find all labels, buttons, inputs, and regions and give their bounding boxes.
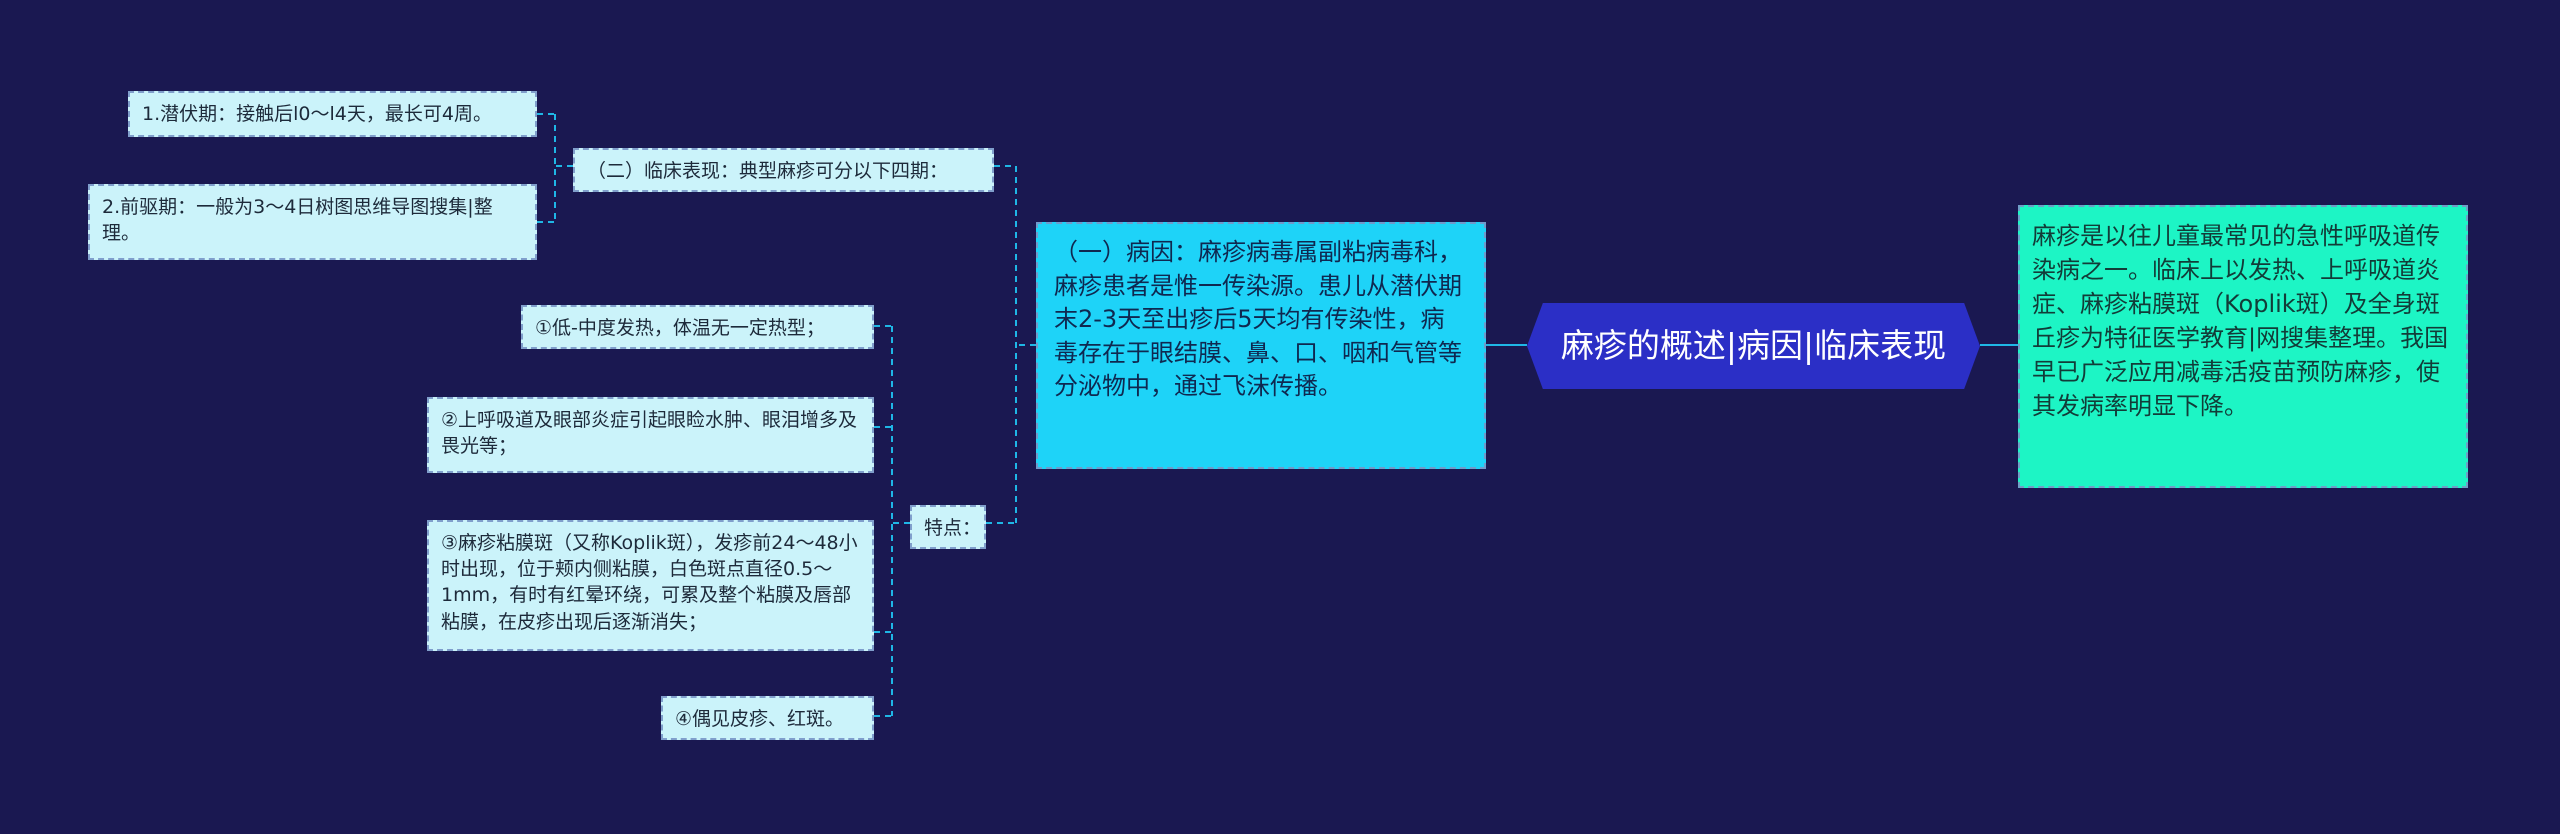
root-topic[interactable]: 麻疹的概述|病因|临床表现: [1527, 303, 1980, 389]
clinical-node[interactable]: （二）临床表现：典型麻疹可分以下四期：: [573, 148, 994, 192]
feature-item-inflammation[interactable]: ②上呼吸道及眼部炎症引起眼睑水肿、眼泪增多及畏光等；: [427, 397, 874, 473]
features-label: 特点：: [924, 517, 982, 539]
stage-node-incubation[interactable]: 1.潜伏期：接触后l0～l4天，最长可4周。: [128, 91, 537, 137]
summary-node[interactable]: 麻疹是以往儿童最常见的急性呼吸道传染病之一。临床上以发热、上呼吸道炎症、麻疹粘膜…: [2018, 205, 2468, 488]
cause-text: （一）病因：麻疹病毒属副粘病毒科，麻疹患者是惟一传染源。患儿从潜伏期末2-3天至…: [1054, 238, 1462, 401]
summary-text: 麻疹是以往儿童最常见的急性呼吸道传染病之一。临床上以发热、上呼吸道炎症、麻疹粘膜…: [2032, 222, 2449, 421]
connector-clinical-stages: [537, 113, 573, 223]
feature-text: ③麻疹粘膜斑（又称Koplik斑），发疹前24～48小时出现，位于颊内侧粘膜，白…: [441, 532, 858, 633]
features-node[interactable]: 特点：: [910, 505, 986, 549]
connector-features-items: [874, 325, 910, 717]
clinical-label: （二）临床表现：典型麻疹可分以下四期：: [587, 160, 949, 182]
root-topic-label: 麻疹的概述|病因|临床表现: [1560, 326, 1947, 366]
feature-text: ①低-中度发热，体温无一定热型；: [535, 317, 825, 339]
feature-item-rash[interactable]: ④偶见皮疹、红斑。: [661, 696, 874, 740]
stage-text: 2.前驱期：一般为3～4日树图思维导图搜集|整理。: [102, 196, 493, 245]
feature-item-koplik[interactable]: ③麻疹粘膜斑（又称Koplik斑），发疹前24～48小时出现，位于颊内侧粘膜，白…: [427, 520, 874, 651]
feature-item-fever[interactable]: ①低-中度发热，体温无一定热型；: [521, 305, 874, 349]
cause-node[interactable]: （一）病因：麻疹病毒属副粘病毒科，麻疹患者是惟一传染源。患儿从潜伏期末2-3天至…: [1036, 222, 1486, 469]
stage-text: 1.潜伏期：接触后l0～l4天，最长可4周。: [142, 103, 492, 125]
feature-text: ④偶见皮疹、红斑。: [675, 708, 845, 730]
connector-cause-branches: [986, 165, 1036, 524]
stage-node-prodromal[interactable]: 2.前驱期：一般为3～4日树图思维导图搜集|整理。: [88, 184, 537, 260]
feature-text: ②上呼吸道及眼部炎症引起眼睑水肿、眼泪增多及畏光等；: [441, 409, 858, 458]
